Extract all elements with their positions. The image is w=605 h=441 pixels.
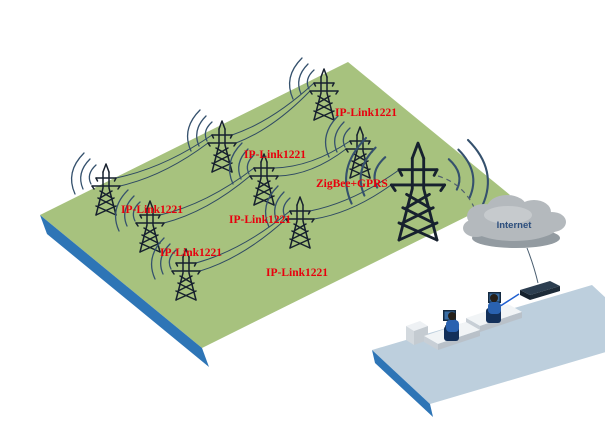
tower-label-zigbee-gprs: ZigBee+GPRS	[316, 178, 388, 190]
power-line	[277, 148, 347, 177]
power-line	[163, 175, 251, 224]
internet-label: Internet	[497, 220, 533, 231]
office-platform	[372, 285, 605, 404]
power-line	[309, 169, 400, 212]
tower-label-ip-link: IP-Link1221	[244, 149, 306, 161]
router-device	[520, 281, 560, 300]
office-scene	[406, 292, 522, 350]
tower-label-ip-link: IP-Link1221	[160, 247, 222, 259]
cloud-downlink-line	[526, 247, 539, 284]
person-figure	[446, 312, 459, 332]
power-line	[273, 140, 351, 169]
person-figure	[488, 294, 501, 314]
tower-label-ip-link: IP-Link1221	[121, 204, 183, 216]
power-line	[313, 184, 392, 220]
power-line	[159, 167, 255, 216]
tower-label-ip-link: IP-Link1221	[229, 214, 291, 226]
tower-label-ip-link: IP-Link1221	[266, 267, 328, 279]
power-line	[231, 82, 315, 136]
power-line	[115, 134, 213, 179]
power-lines	[115, 82, 400, 272]
power-line	[199, 218, 287, 272]
internet-cloud: Internet	[463, 195, 566, 248]
field-platform-edge	[40, 215, 209, 367]
power-line	[195, 210, 291, 264]
office-platform-edge	[372, 350, 433, 417]
tower-label-ip-link: IP-Link1221	[335, 107, 397, 119]
power-line	[235, 90, 311, 144]
power-line	[119, 142, 209, 187]
